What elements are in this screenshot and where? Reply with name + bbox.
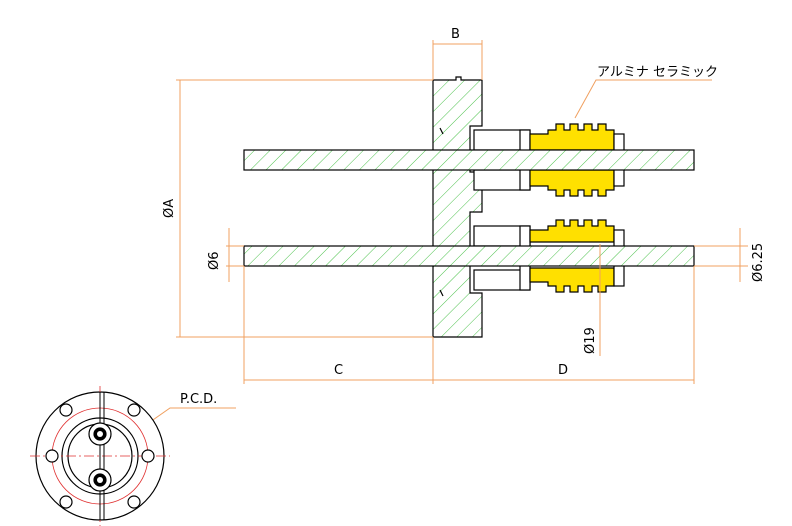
label-ceramic: アルミナ セラミック — [597, 65, 718, 80]
flange-front-view — [30, 386, 170, 526]
label-phi-6: Ø6 — [207, 251, 222, 270]
label-d: D — [558, 363, 568, 378]
upper-conductor-rod — [243, 149, 695, 171]
dimension-lines — [109, 40, 748, 451]
label-pcd: P.C.D. — [180, 392, 217, 407]
label-b: B — [451, 27, 460, 42]
label-phi-19: Ø19 — [583, 327, 598, 354]
upper-insulator-assembly — [473, 123, 625, 197]
lower-conductor-rod — [243, 245, 695, 267]
flange-section — [432, 76, 483, 338]
label-phi-625: Ø6.25 — [751, 243, 766, 282]
label-c: C — [334, 363, 343, 378]
label-phi-a: ØA — [162, 199, 177, 218]
